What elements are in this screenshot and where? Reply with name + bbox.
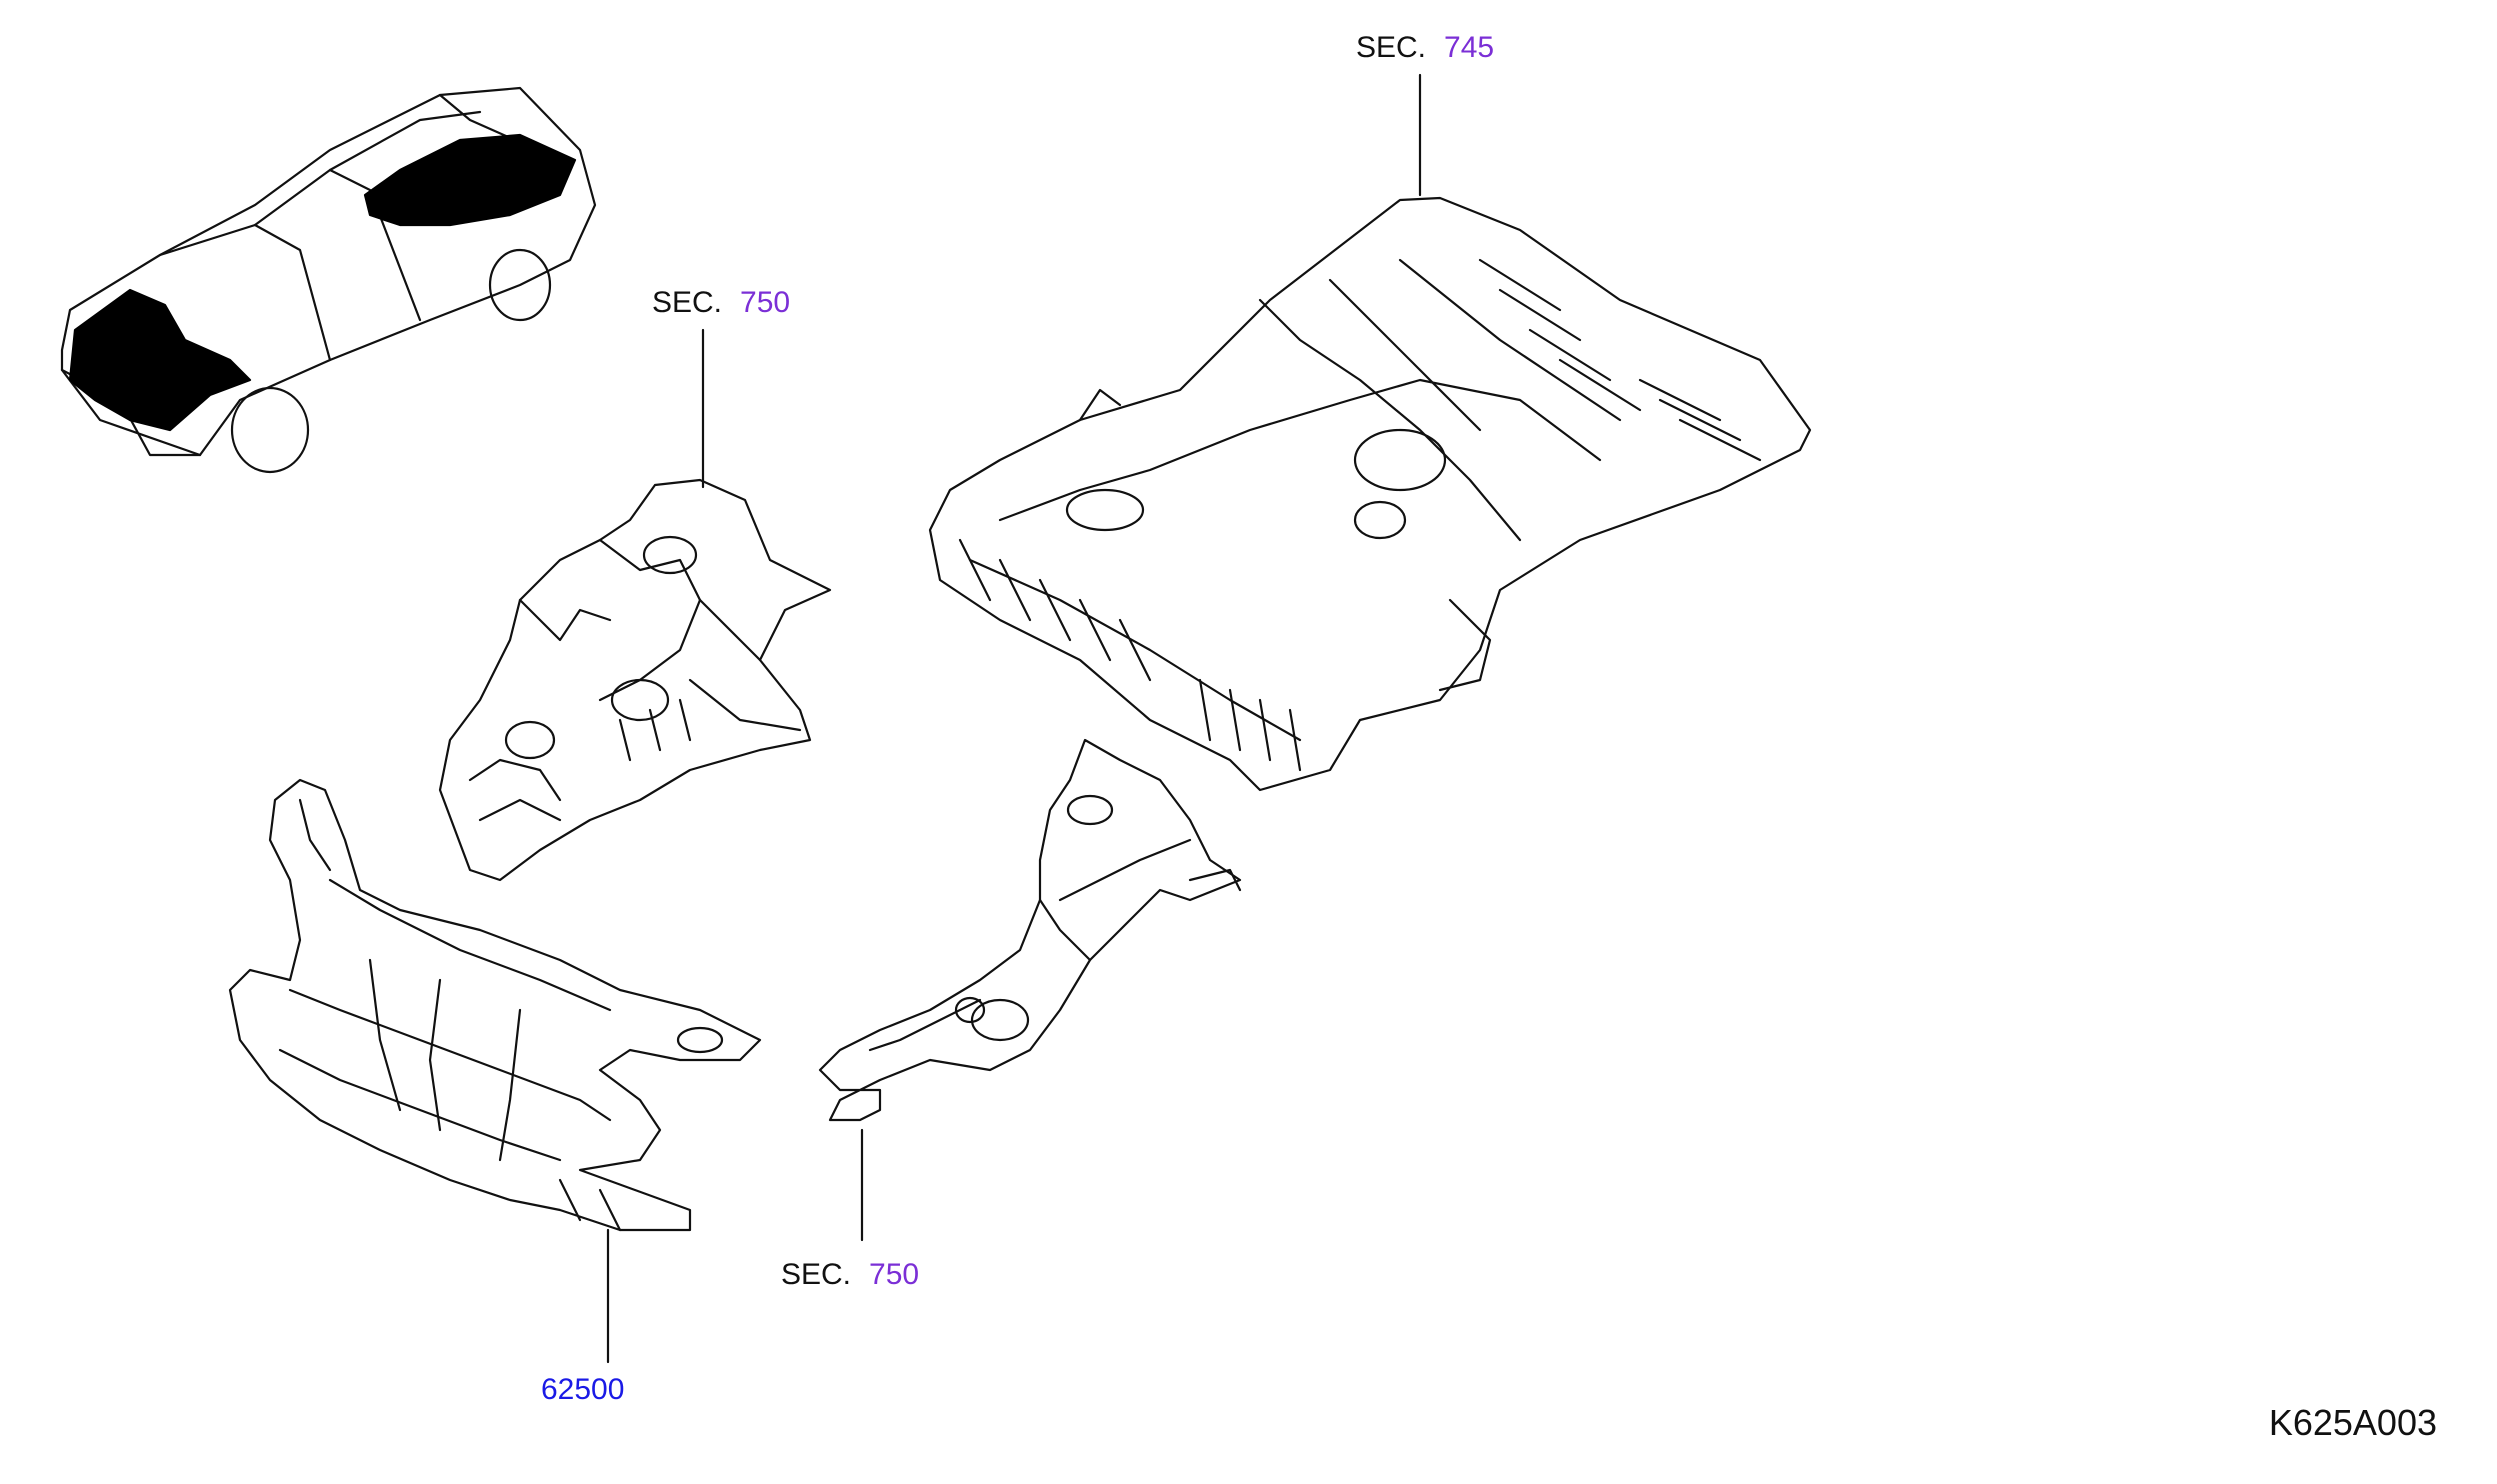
sec-750-link[interactable]: 750: [869, 1258, 920, 1291]
vehicle-locator-icon: [60, 86, 597, 474]
radiator-support-panel: [228, 778, 762, 1232]
callout-prefix: SEC.: [781, 1258, 852, 1291]
sec-745-link[interactable]: 745: [1444, 31, 1495, 64]
sec-750-link[interactable]: 750: [740, 286, 791, 319]
callout-sec750-upper[interactable]: SEC. 750: [652, 288, 790, 318]
callout-62500[interactable]: 62500: [541, 1375, 624, 1405]
rear-floor-panel: [928, 196, 1812, 792]
upper-hoodledge-panel: [438, 478, 832, 882]
lower-hoodledge-panel: [818, 738, 1242, 1122]
part-62500-link[interactable]: 62500: [541, 1373, 625, 1406]
callout-prefix: SEC.: [1356, 31, 1427, 64]
figure-id: K625A003: [2268, 1402, 2437, 1443]
callout-sec750-lower[interactable]: SEC. 750: [781, 1260, 919, 1290]
callout-prefix: SEC.: [652, 286, 723, 319]
callout-sec745[interactable]: SEC. 745: [1356, 33, 1494, 63]
